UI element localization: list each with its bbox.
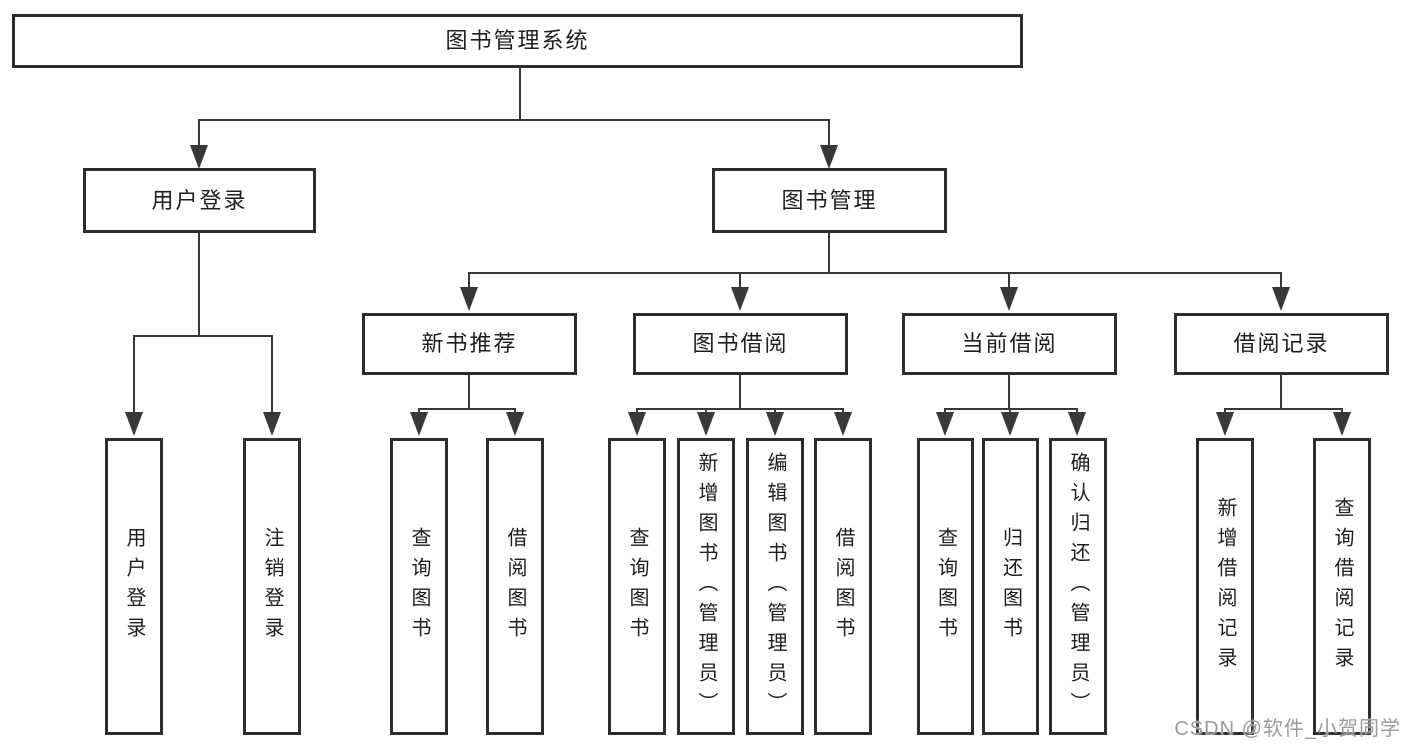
connector-new-books-bar [418,408,516,410]
arrow-to-cb-query [936,412,954,436]
arrow-to-leaf-logout [263,412,281,436]
arrow-to-br-add [1216,412,1234,436]
node-current-borrow: 当前借阅 [902,313,1117,375]
leaf-cb-confirm: 确认归还（管理员） [1049,438,1107,735]
connector-borrow-records-stem [1280,374,1282,409]
leaf-br-add-label: 新增借阅记录 [1214,496,1236,677]
arrow-to-new-books [460,287,478,311]
connector-book-borrow-bar [636,408,844,410]
connector-to-current-borrow-shaft [1008,272,1010,292]
leaf-logout-label: 注销登录 [261,526,283,647]
leaf-nb-borrow-label: 借阅图书 [504,526,526,647]
arrow-to-current-borrow [1000,287,1018,311]
node-user-login: 用户登录 [83,168,316,233]
arrow-to-bb-query [628,412,646,436]
leaf-logout: 注销登录 [243,438,301,735]
connector-root-bar [198,119,830,121]
arrow-to-user-login [190,145,208,169]
leaf-bb-borrow-label: 借阅图书 [832,526,854,647]
arrow-to-borrow-records [1272,287,1290,311]
leaf-cb-confirm-label: 确认归还（管理员） [1067,451,1089,722]
connector-user-login-bar [133,335,273,337]
leaf-bb-edit: 编辑图书（管理员） [746,438,804,735]
leaf-br-add: 新增借阅记录 [1196,438,1254,735]
leaf-cb-return: 归还图书 [982,438,1039,735]
node-book-borrow: 图书借阅 [633,313,848,375]
arrow-to-cb-return [1001,412,1019,436]
arrow-to-nb-query [410,412,428,436]
leaf-nb-query-label: 查询图书 [408,526,430,647]
leaf-nb-borrow: 借阅图书 [486,438,544,735]
leaf-bb-query-label: 查询图书 [626,526,648,647]
arrow-to-nb-borrow [506,412,524,436]
connector-user-login-stem [198,233,200,336]
leaf-bb-add-label: 新增图书（管理员） [695,451,717,722]
leaf-bb-borrow: 借阅图书 [814,438,872,735]
connector-current-borrow-bar [944,408,1078,410]
node-book-borrow-label: 图书借阅 [692,331,789,356]
leaf-user-login: 用户登录 [105,438,163,735]
arrow-to-bb-borrow [834,412,852,436]
arrow-to-leaf-login [125,412,143,436]
node-current-borrow-label: 当前借阅 [961,331,1058,356]
leaf-cb-return-label: 归还图书 [999,526,1022,647]
arrow-to-book-borrow [731,287,749,311]
node-root-label: 图书管理系统 [445,28,590,53]
leaf-user-login-label: 用户登录 [123,526,145,647]
connector-to-book-borrow-shaft [739,272,741,292]
node-new-books: 新书推荐 [362,313,577,375]
arrow-to-br-query [1333,412,1351,436]
node-new-books-label: 新书推荐 [421,331,518,356]
node-borrow-records-label: 借阅记录 [1233,331,1330,356]
node-user-login-label: 用户登录 [151,187,248,213]
connector-to-new-books-shaft [468,272,470,292]
connector-to-borrow-records-shaft [1280,272,1282,292]
node-book-mgmt-label: 图书管理 [781,187,878,213]
arrow-to-bb-add [697,412,715,436]
connector-new-books-stem [468,374,470,409]
leaf-br-query: 查询借阅记录 [1313,438,1371,735]
arrow-to-bb-edit [766,412,784,436]
connector-book-borrow-stem [739,374,741,409]
leaf-bb-add: 新增图书（管理员） [677,438,735,735]
connector-to-leaf-login-shaft [133,335,135,417]
leaf-br-query-label: 查询借阅记录 [1331,496,1353,677]
connector-root-to-book-mgmt-shaft [828,119,830,153]
node-book-mgmt: 图书管理 [712,168,947,233]
connector-book-mgmt-bar [468,272,1282,274]
node-root: 图书管理系统 [12,14,1023,68]
arrow-to-book-mgmt [820,145,838,169]
connector-current-borrow-stem [1008,374,1010,409]
csdn-watermark: CSDN @软件_小贺同学 [1174,718,1401,740]
leaf-nb-query: 查询图书 [390,438,448,735]
connector-to-leaf-logout-shaft [271,335,273,417]
leaf-cb-query: 查询图书 [917,438,974,735]
leaf-cb-query-label: 查询图书 [934,526,957,647]
leaf-bb-edit-label: 编辑图书（管理员） [764,451,786,722]
connector-borrow-records-bar [1224,408,1343,410]
connector-book-mgmt-stem [828,233,830,274]
connector-root-stem [519,67,521,120]
connector-root-to-user-login-shaft [198,119,200,153]
arrow-to-cb-confirm [1068,412,1086,436]
node-borrow-records: 借阅记录 [1174,313,1389,375]
leaf-bb-query: 查询图书 [608,438,666,735]
